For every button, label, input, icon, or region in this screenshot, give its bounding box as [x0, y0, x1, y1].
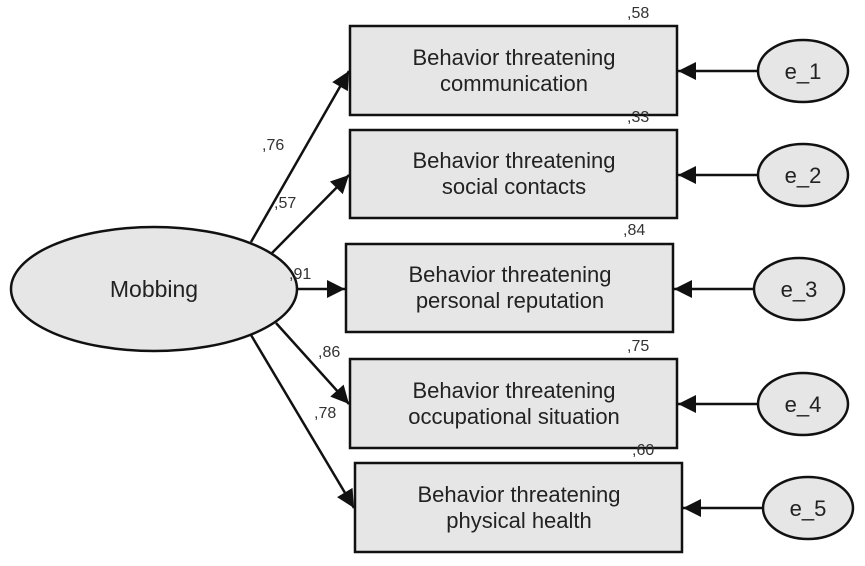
indicator-label-line1: Behavior threatening: [412, 45, 615, 70]
r-squared-label: ,60: [632, 442, 654, 459]
loading-arrow: [249, 70, 351, 243]
indicator-box: [348, 24, 679, 117]
error-term: [756, 38, 850, 104]
error-label: e_4: [785, 392, 822, 417]
error-label: e_3: [781, 277, 818, 302]
indicator-box: [344, 242, 675, 334]
error-label: e_5: [790, 496, 827, 521]
indicator-box: [348, 128, 679, 220]
loading-label: ,86: [318, 344, 340, 361]
latent-mobbing: Mobbing: [9, 225, 299, 353]
indicator-physical-health: Behavior threatening physical health ,60…: [249, 334, 855, 554]
indicator-label-line2: personal reputation: [416, 288, 604, 313]
indicator-label-line1: Behavior threatening: [417, 482, 620, 507]
loading-label: ,78: [314, 405, 336, 422]
loading-arrow: [249, 334, 356, 509]
error-term: [752, 256, 846, 322]
error-label: e_2: [785, 163, 822, 188]
indicator-label-line2: communication: [440, 71, 588, 96]
indicator-box: [348, 357, 679, 450]
indicator-communication: Behavior threatening communication ,58 ,…: [249, 5, 850, 243]
latent-label: Mobbing: [110, 276, 198, 302]
loading-label: ,57: [274, 195, 296, 212]
loading-arrow: [271, 174, 350, 254]
error-term: [756, 142, 850, 208]
loading-arrow: [275, 322, 350, 405]
error-label: e_1: [785, 59, 822, 84]
indicator-label-line2: occupational situation: [408, 404, 620, 429]
indicator-label-line2: social contacts: [442, 174, 586, 199]
indicator-label-line1: Behavior threatening: [412, 378, 615, 403]
r-squared-label: ,58: [627, 5, 649, 22]
indicator-box: [353, 461, 684, 554]
indicator-label-line2: physical health: [446, 508, 592, 533]
r-squared-label: ,75: [627, 338, 649, 355]
indicator-occupational-situation: Behavior threatening occupational situat…: [275, 322, 850, 450]
loading-label: ,91: [289, 266, 311, 283]
error-term: [756, 371, 850, 437]
indicator-label-line1: Behavior threatening: [412, 148, 615, 173]
indicator-label-line1: Behavior threatening: [408, 262, 611, 287]
indicator-social-contacts: Behavior threatening social contacts ,33…: [271, 109, 850, 254]
indicator-personal-reputation: Behavior threatening personal reputation…: [289, 222, 846, 334]
loading-label: ,76: [262, 137, 284, 154]
error-term: [761, 475, 855, 541]
r-squared-label: ,33: [627, 109, 649, 126]
r-squared-label: ,84: [623, 222, 645, 239]
